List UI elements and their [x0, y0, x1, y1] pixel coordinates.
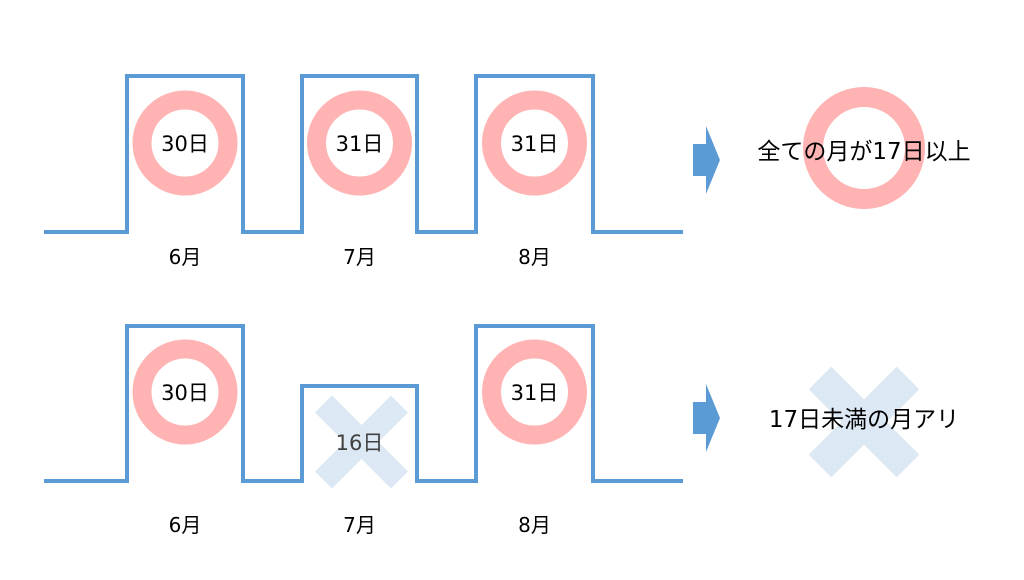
month-label: 7月 — [343, 513, 376, 537]
circle-icon — [482, 339, 587, 445]
circle-icon — [482, 90, 587, 196]
days-label: 30日 — [161, 381, 209, 405]
days-label: 31日 — [511, 132, 559, 156]
arrow-right-icon — [693, 384, 720, 452]
circle-icon — [132, 339, 238, 445]
arrow-right-icon — [693, 126, 720, 194]
days-label: 31日 — [511, 381, 559, 405]
month-block: 16日 7月 — [315, 395, 408, 537]
circle-icon — [132, 90, 238, 196]
days-label: 16日 — [336, 431, 384, 455]
result-block: 全ての月が17日以上 — [757, 87, 971, 209]
cross-icon — [808, 366, 920, 478]
month-block: 31日 8月 — [482, 339, 587, 537]
days-label: 30日 — [161, 132, 209, 156]
step-waveform — [44, 324, 683, 483]
result-block: 17日未満の月アリ — [769, 366, 959, 478]
days-label: 31日 — [336, 132, 384, 156]
month-label: 7月 — [343, 245, 376, 269]
month-label: 6月 — [169, 245, 202, 269]
month-label: 6月 — [169, 513, 202, 537]
cross-icon — [315, 395, 408, 489]
result-text: 全ての月が17日以上 — [757, 139, 970, 165]
month-label: 8月 — [518, 245, 551, 269]
month-label: 8月 — [518, 513, 551, 537]
month-block: 31日 7月 — [307, 90, 412, 269]
step-waveform — [44, 74, 683, 234]
circle-icon — [803, 87, 925, 209]
diagram-row-1: 30日 6月 31日 7月 31日 8月 全ての月が17日以上 — [44, 74, 971, 269]
month-block: 31日 8月 — [482, 90, 587, 269]
month-block: 30日 6月 — [132, 339, 238, 537]
diagram-row-2: 30日 6月 16日 7月 31日 8月 17日未満の月アリ — [44, 324, 959, 537]
circle-icon — [307, 90, 412, 196]
result-text: 17日未満の月アリ — [769, 407, 959, 433]
month-block: 30日 6月 — [132, 90, 238, 269]
